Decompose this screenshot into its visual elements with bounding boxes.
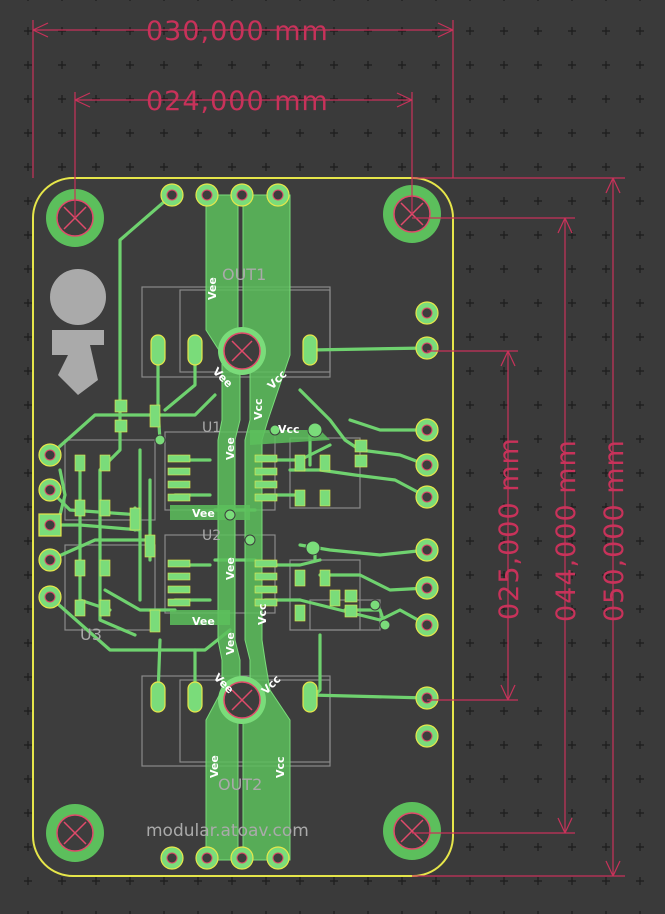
pad-top-1 <box>160 183 184 207</box>
pad-right-1 <box>415 301 439 325</box>
label-out2: OUT2 <box>218 775 262 794</box>
net-vcc-4: Vcc <box>256 603 269 625</box>
pad-right-3 <box>415 418 439 442</box>
pad-left-5 <box>38 585 62 609</box>
through-hole-pads <box>38 183 439 870</box>
net-vee-4: Vee <box>192 507 215 520</box>
pad-left-3 <box>38 513 62 537</box>
smd-pads <box>74 399 368 633</box>
net-vee-3: Vee <box>224 437 237 460</box>
oval-pads <box>150 334 318 713</box>
net-vcc-6: Vcc <box>274 756 287 778</box>
dim-height-44: 044,000 mm <box>551 439 582 622</box>
net-vee-5: Vee <box>224 557 237 580</box>
pad-bot-1 <box>160 846 184 870</box>
pad-right-2 <box>415 336 439 360</box>
pad-right-6 <box>415 538 439 562</box>
pad-right-7 <box>415 576 439 600</box>
label-u3: U3 <box>80 625 102 644</box>
dimension-lines <box>32 20 625 877</box>
pad-left-1 <box>38 443 62 467</box>
net-vee-1: Vee <box>206 277 219 300</box>
pad-left-2 <box>38 478 62 502</box>
net-vee-7: Vee <box>224 632 237 655</box>
pad-top-4 <box>266 183 290 207</box>
dim-height-50: 050,000 mm <box>599 439 630 622</box>
atoav-logo <box>50 269 106 395</box>
label-u2: U2 <box>202 528 221 544</box>
pad-right-5 <box>415 485 439 509</box>
pad-bot-3 <box>230 846 254 870</box>
pad-bot-2 <box>195 846 219 870</box>
dim-height-25: 025,000 mm <box>494 437 525 620</box>
pad-right-9 <box>415 686 439 710</box>
vias <box>154 422 391 631</box>
net-vee-9: Vee <box>208 755 221 778</box>
dim-width-24: 024,000 mm <box>146 86 329 117</box>
pad-top-2 <box>195 183 219 207</box>
dim-width-30: 030,000 mm <box>146 16 329 47</box>
pad-right-10 <box>415 724 439 748</box>
label-u1: U1 <box>202 420 221 436</box>
net-vee-6: Vee <box>192 615 215 628</box>
pad-left-4 <box>38 548 62 572</box>
net-vcc-3: Vcc <box>278 423 300 436</box>
net-vcc-2: Vcc <box>252 398 265 420</box>
pad-right-8 <box>415 613 439 637</box>
board-outline <box>32 177 454 877</box>
label-out1: OUT1 <box>222 265 266 284</box>
net-labels: Vee Vcc Vee Vcc Vcc Vee Vee Vee Vcc Vee … <box>192 277 300 778</box>
pad-bot-4 <box>266 846 290 870</box>
pad-right-4 <box>415 453 439 477</box>
label-website: modular.atoav.com <box>146 821 309 841</box>
mounting-holes <box>46 185 441 862</box>
pad-top-3 <box>230 183 254 207</box>
